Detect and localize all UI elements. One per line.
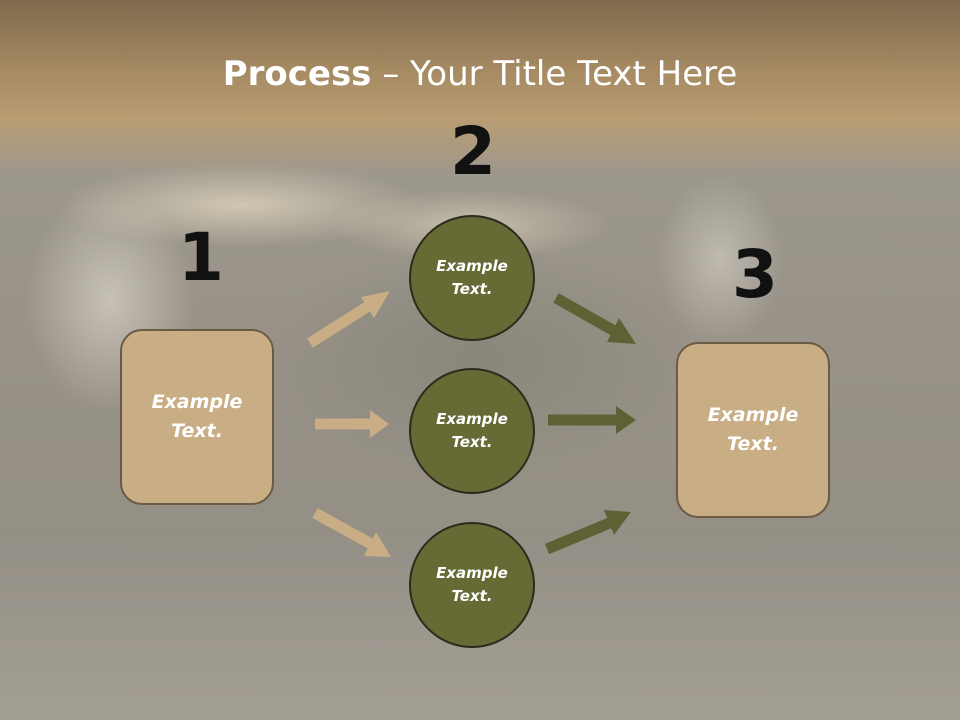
step-1-text: Example Text. [151,391,243,442]
step-number-2: 2 [450,113,496,190]
step-number-1: 1 [178,219,224,296]
step-2-circle-top: Example Text. [409,215,535,341]
step-3-text: Example Text. [707,404,799,455]
step-2-circle-bottom-text: Example Text. [436,564,508,605]
step-number-3: 3 [732,236,778,313]
step-1-box: Example Text. [120,329,274,505]
arrow-2-to-3-top [553,293,636,344]
arrow-1-to-2-bottom [312,508,391,557]
arrow-2-to-3-bottom [544,510,631,555]
slide-title: Process – Your Title Text Here [0,52,960,96]
step-2-circle-top-text: Example Text. [436,257,508,298]
title-band [0,0,960,175]
arrow-2-to-3-middle [548,406,636,434]
title-bold: Process [222,54,372,94]
step-2-circle-middle-text: Example Text. [436,410,508,451]
step-2-circle-bottom: Example Text. [409,522,535,648]
step-3-box: Example Text. [676,342,830,518]
title-rest: – Your Title Text Here [371,54,738,94]
arrow-1-to-2-top [307,291,390,348]
step-2-circle-middle: Example Text. [409,368,535,494]
arrow-1-to-2-middle [315,410,389,438]
